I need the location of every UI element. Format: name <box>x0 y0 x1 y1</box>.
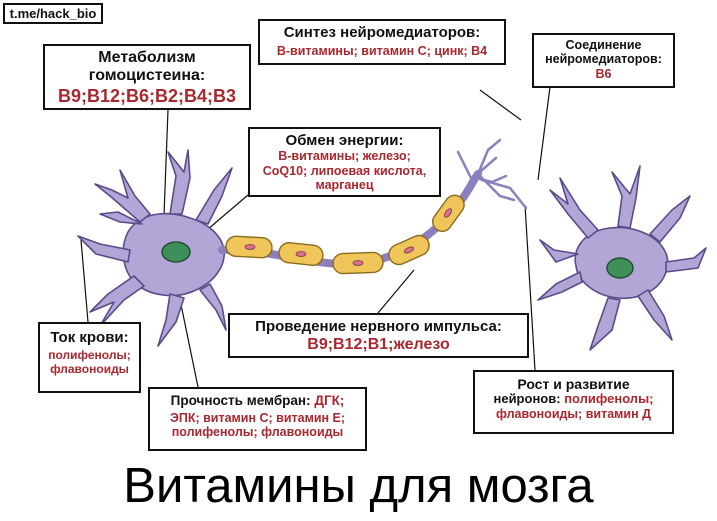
watermark-label: t.me/hack_bio <box>3 3 103 24</box>
line-blood <box>80 239 89 323</box>
homocysteine-items: B9;B12;B6;B2;B4;B3 <box>57 85 237 106</box>
energy-items-2: CoQ10; липоевая кислота, <box>262 163 427 178</box>
homocysteine-heading-2: гомоцистеина: <box>88 67 206 85</box>
box-synthesis: Синтез нейромедиаторов: В-витамины; вита… <box>258 19 506 65</box>
dendrite-7 <box>199 283 227 331</box>
growth-items-2: флавоноиды; витамин Д <box>495 407 652 422</box>
box-impulse: Проведение нервного импульса: B9;B12;B1;… <box>228 313 529 358</box>
r-dendrite-5 <box>637 289 673 341</box>
left-neuron <box>77 149 233 347</box>
line-synthesis <box>479 89 522 121</box>
line-growth <box>524 204 536 371</box>
synthesis-items: В-витамины; витамин С; цинк; В4 <box>276 44 488 59</box>
dendrite-5 <box>89 275 145 327</box>
dendrite-2 <box>167 149 191 215</box>
dendrite-8 <box>99 211 143 225</box>
axon <box>218 138 528 275</box>
growth-heading-1: Рост и развитие <box>517 376 630 392</box>
membrane-items-1: ЭПК; витамин С; витамин Е; <box>169 410 346 425</box>
growth-heading-2: нейронов: <box>493 391 561 407</box>
connection-items: B6 <box>595 66 612 81</box>
right-nucleus <box>606 257 634 279</box>
box-membrane: Прочность мембран: ДГК; ЭПК; витамин С; … <box>148 387 367 451</box>
myelin-node-1 <box>244 244 256 250</box>
box-energy: Обмен энергии: В-витамины; железо; CoQ10… <box>248 127 441 197</box>
impulse-heading: Проведение нервного импульса: <box>255 318 502 335</box>
r-dendrite-2 <box>611 165 641 229</box>
blood-items-2: флавоноиды <box>50 362 129 377</box>
membrane-heading: Прочность мембран: <box>170 393 311 408</box>
homocysteine-heading-1: Метаболизм <box>98 49 196 66</box>
box-blood-flow: Ток крови: полифенолы; флавоноиды <box>38 322 141 393</box>
blood-items-1: полифенолы; <box>48 348 131 363</box>
membrane-items-0: ДГК; <box>314 393 345 408</box>
axon-terminals <box>456 138 528 210</box>
axon-core <box>218 170 482 269</box>
box-growth: Рост и развитие нейронов: полифенолы; фл… <box>473 370 674 434</box>
impulse-items: B9;B12;B1;железо <box>307 336 450 354</box>
right-neuron <box>537 165 707 351</box>
dendrite-4 <box>77 235 131 263</box>
blood-heading: Ток крови: <box>50 329 129 346</box>
myelin-node-5 <box>444 208 452 218</box>
box-homocysteine: Метаболизм гомоцистеина: B9;B12;B6;B2;B4… <box>43 44 251 110</box>
r-dendrite-8 <box>539 239 579 263</box>
r-dendrite-6 <box>589 297 621 351</box>
myelin-node-3 <box>352 260 364 266</box>
r-dendrite-3 <box>649 195 691 243</box>
connection-heading-1: Соединение <box>565 38 642 52</box>
energy-items-1: В-витамины; железо; <box>278 149 411 164</box>
left-nucleus <box>161 241 191 263</box>
synthesis-heading: Синтез нейромедиаторов: <box>283 24 481 41</box>
r-dendrite-1 <box>549 177 599 239</box>
page-title: Витамины для мозга <box>123 459 594 513</box>
line-impulse <box>377 269 415 314</box>
dendrite-6 <box>157 293 185 347</box>
myelin-node-2 <box>295 251 307 257</box>
myelin-node-4 <box>403 246 415 254</box>
r-dendrite-4 <box>665 247 707 273</box>
r-dendrite-7 <box>537 271 583 301</box>
growth-items-1: полифенолы; <box>564 391 654 407</box>
box-connection: Соединение нейромедиаторов: B6 <box>532 33 675 88</box>
connection-heading-2: нейромедиаторов: <box>545 52 662 67</box>
dendrite-3 <box>195 167 233 225</box>
line-connection <box>537 86 551 181</box>
dendrite-1 <box>94 169 151 223</box>
energy-heading: Обмен энергии: <box>285 132 404 149</box>
membrane-items-2: полифенолы; флавоноиды <box>171 424 344 439</box>
energy-items-3: марганец <box>315 178 374 192</box>
